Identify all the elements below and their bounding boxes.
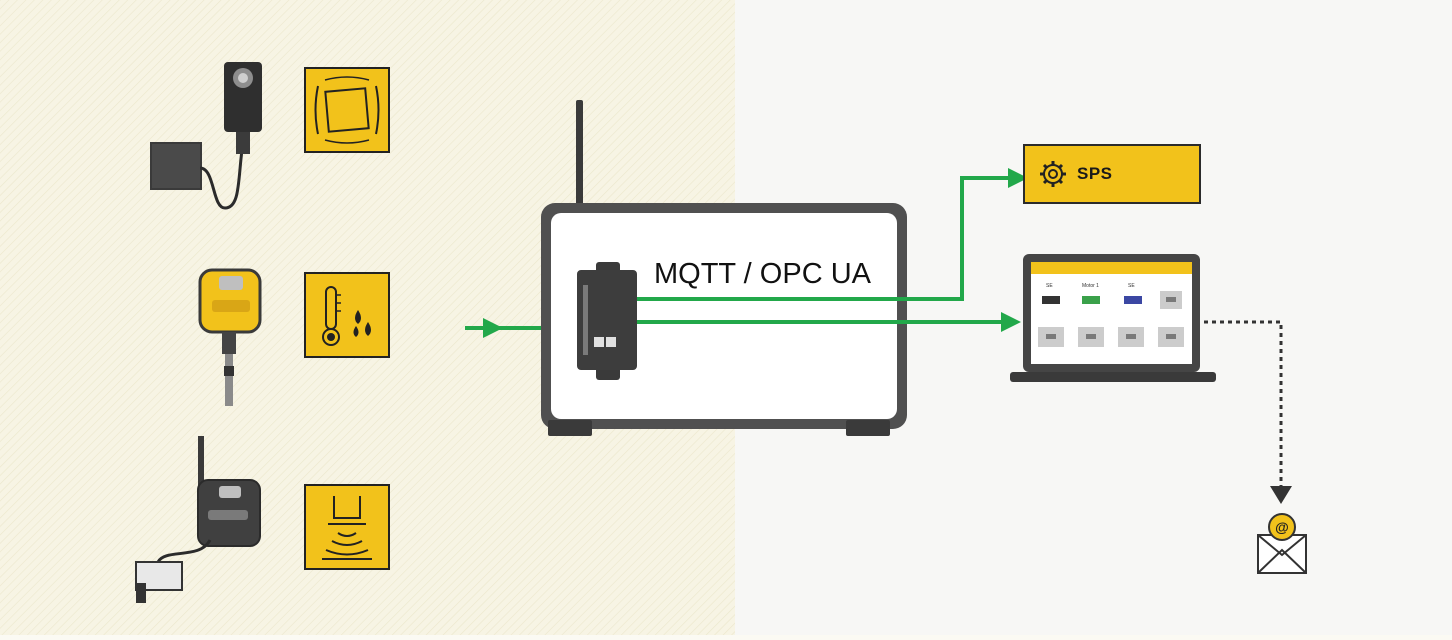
vibration-icon [304,67,390,153]
temperature-humidity-icon [304,272,390,358]
hmi-tile-label: SE [1046,283,1053,289]
plc-box [1023,144,1201,204]
email-icon: @ [1257,513,1307,574]
temperature-humidity-sensor-device [198,268,262,406]
plc-label: SPS [1077,164,1113,183]
protocol-label: MQTT / OPC UA [654,258,871,290]
gateway-to-plc-line [637,168,1028,301]
ultrasonic-level-sensor-device [135,436,261,603]
gear-icon [1040,161,1066,187]
hmi-tile-label: Motor 1 [1082,283,1099,289]
hmi-laptop [1010,254,1216,382]
hmi-to-email-arrow [1204,320,1283,488]
gateway-cabinet [541,100,907,436]
vibration-sensor-device [150,62,262,210]
hmi-tile-label: SE [1128,283,1135,289]
email-arrowhead [1270,486,1292,504]
gateway-module [577,262,637,380]
email-at-symbol: @ [1275,519,1289,535]
ultrasonic-level-icon [304,484,390,570]
